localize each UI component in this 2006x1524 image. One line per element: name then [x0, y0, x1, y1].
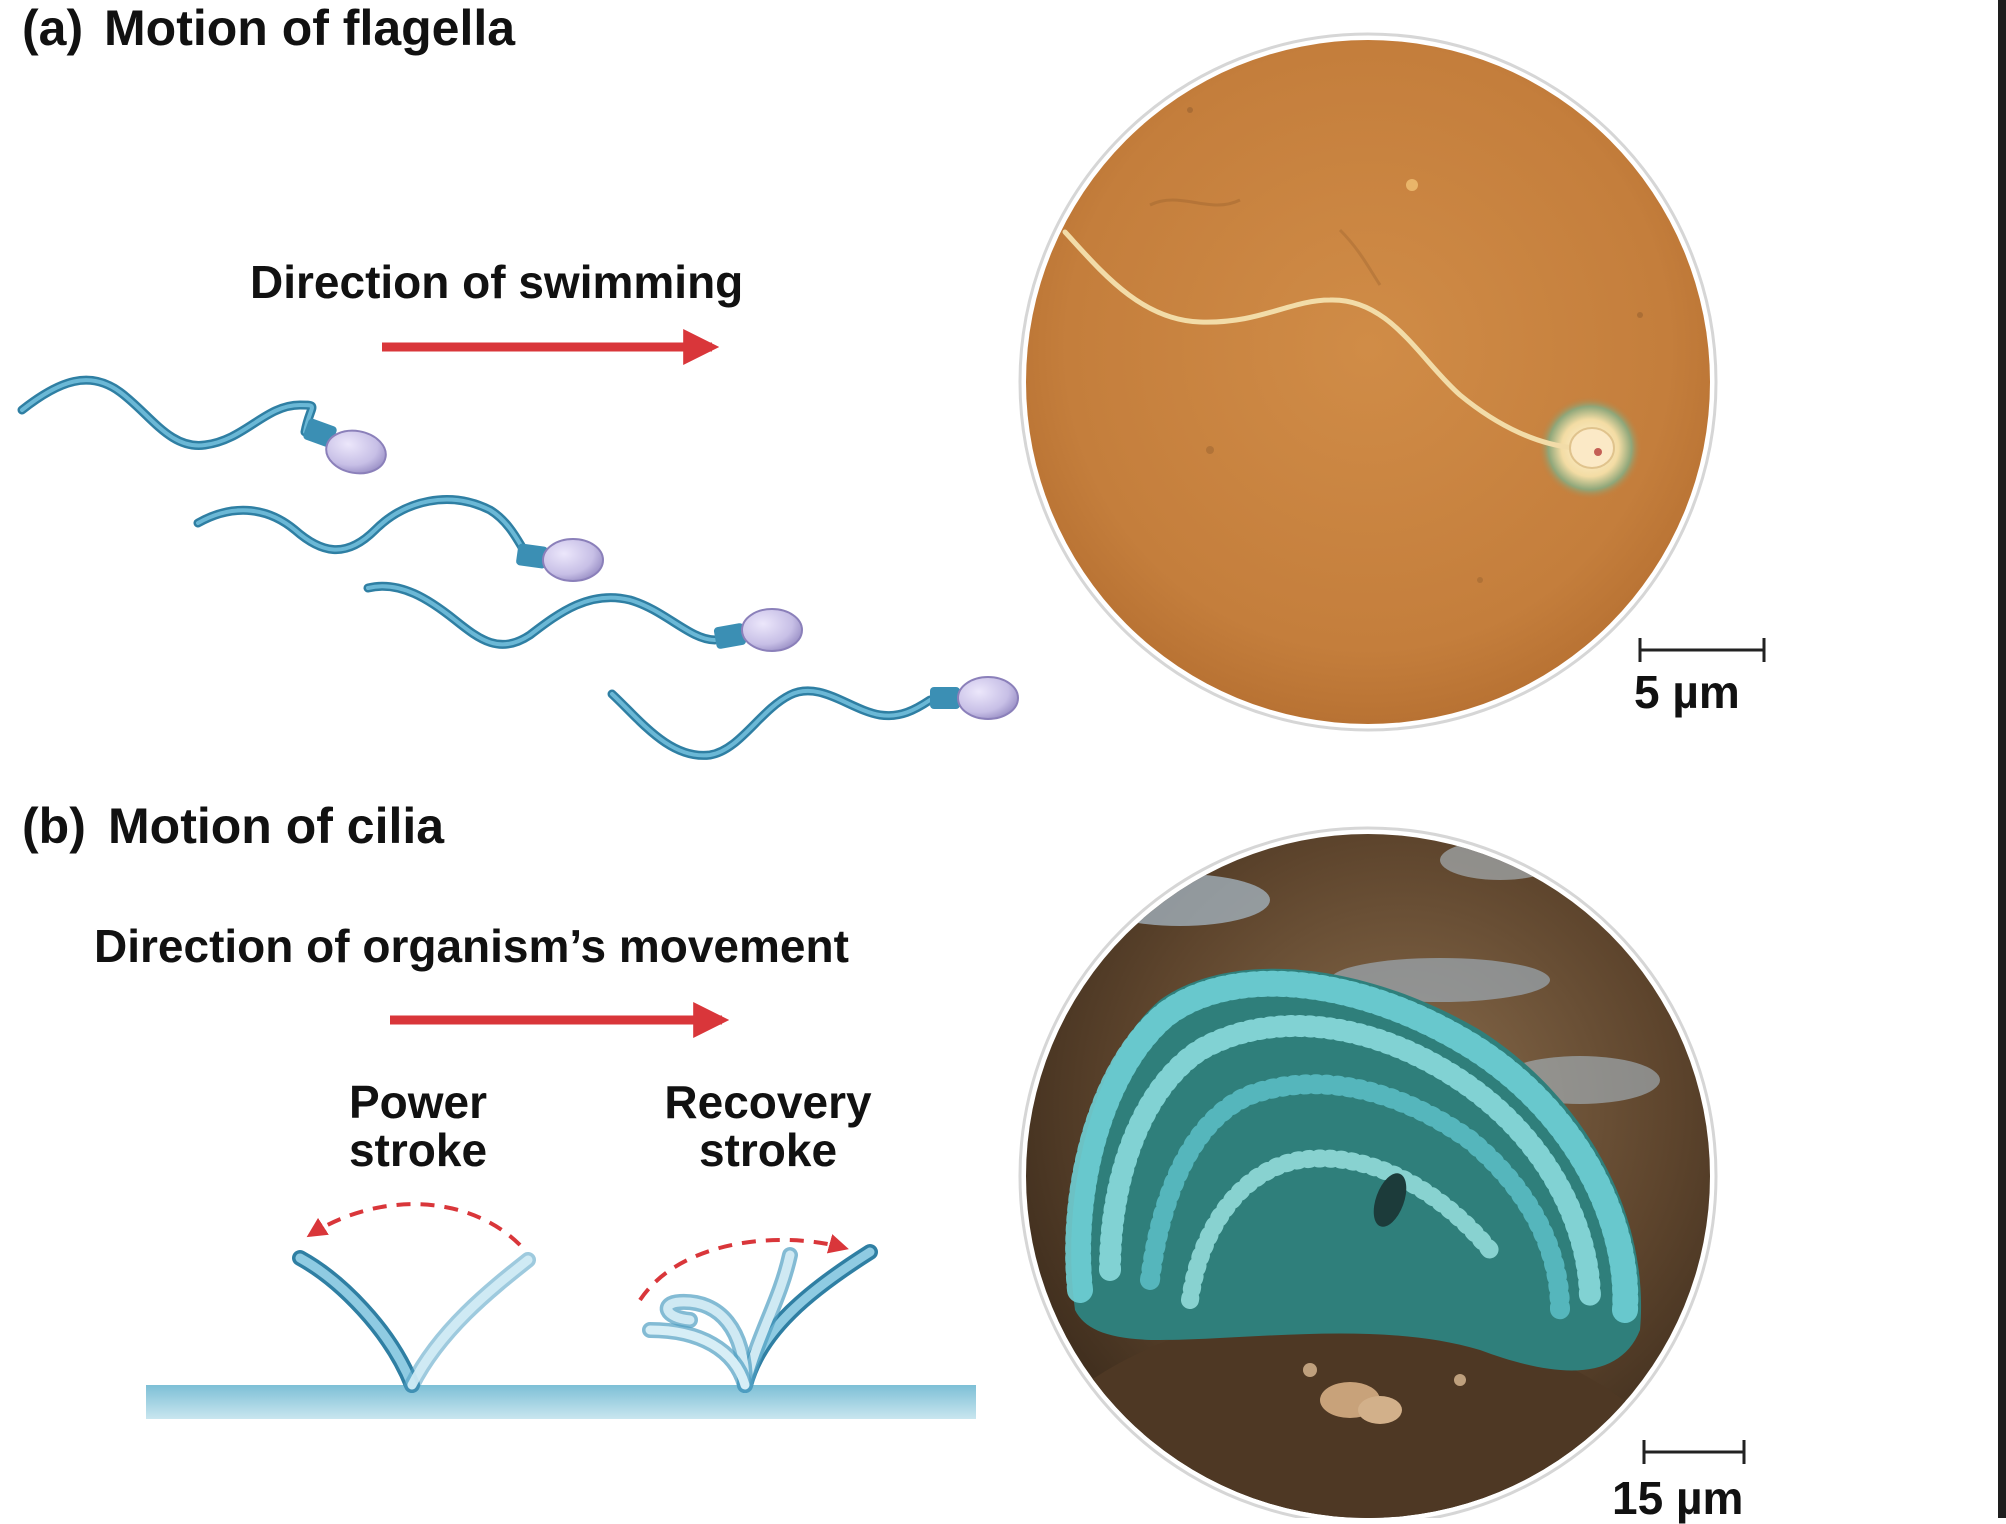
recovery-stroke-cilium [638, 1234, 878, 1393]
recovery-stroke-label: Recovery stroke [638, 1078, 898, 1175]
sperm-cell-illustration-4 [607, 676, 1019, 760]
panel-a-letter: (a) [22, 0, 84, 56]
sperm-micrograph [1018, 32, 1718, 732]
recovery-stroke-line1: Recovery [664, 1076, 872, 1128]
panel-b-letter: (b) [22, 798, 86, 854]
window-edge [1998, 0, 2006, 1518]
power-stroke-cilium [292, 1202, 536, 1393]
swimming-direction-label: Direction of swimming [250, 256, 744, 308]
panel-b-title: Motion of cilia [108, 798, 445, 854]
scale-bar-label-5um: 5 µm [1634, 666, 1740, 718]
sperm-cell-illustration-2 [193, 495, 604, 582]
power-stroke-line2: stroke [348, 1124, 488, 1177]
power-stroke-label: Power stroke [318, 1078, 518, 1175]
sperm-cell-illustration-1 [17, 375, 387, 475]
ciliate-micrograph [1018, 826, 1718, 1518]
scale-bar-15um [1642, 1440, 1746, 1464]
power-stroke-line1: Power [348, 1076, 488, 1128]
organism-movement-direction-label: Direction of organism’s movement [94, 920, 849, 972]
scale-bar-label-15um: 15 µm [1612, 1472, 1744, 1524]
scale-bar-5um [1638, 638, 1766, 662]
cell-surface-base [146, 1385, 976, 1419]
sperm-cell-illustration-3 [363, 581, 803, 652]
recovery-stroke-line2: stroke [698, 1124, 838, 1177]
panel-a-title: Motion of flagella [104, 0, 516, 56]
